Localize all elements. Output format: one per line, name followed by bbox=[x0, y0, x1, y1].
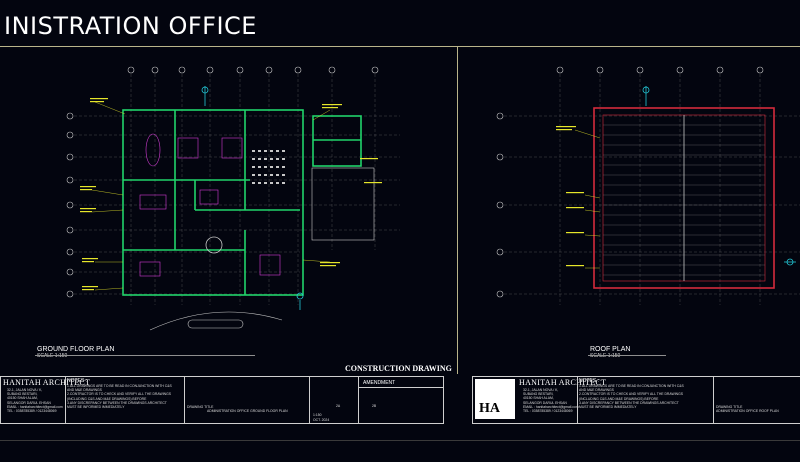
page-title: INISTRATION OFFICE bbox=[4, 12, 257, 40]
roof-section-markers bbox=[642, 86, 796, 266]
grid-bubbles-top bbox=[127, 66, 379, 74]
driveway bbox=[187, 319, 244, 329]
date-cell: OCT. 2024 bbox=[313, 418, 330, 422]
scale-cell: 1:150 bbox=[313, 413, 322, 417]
grid-lines bbox=[74, 74, 400, 305]
walls bbox=[122, 109, 362, 296]
roof-plan-label-group: ROOF PLAN SCALE 1:150 bbox=[590, 346, 630, 359]
roof-annotations bbox=[574, 129, 601, 269]
annotations bbox=[91, 101, 331, 291]
architect-name: HANITAH ARCHITECT bbox=[3, 378, 91, 387]
roof-plan-label-underline bbox=[588, 355, 666, 356]
construction-drawing-stamp: CONSTRUCTION DRAWING bbox=[345, 364, 452, 373]
ground-floor-label-underline bbox=[35, 355, 255, 356]
ground-floor-plan-label: GROUND FLOOR PLAN bbox=[37, 346, 115, 353]
header-rule bbox=[0, 46, 800, 47]
roof-plan-drawing[interactable] bbox=[0, 0, 800, 380]
notes-heading: NOTES : bbox=[67, 378, 88, 384]
notes-block: NOTES : 1.ALL DRAWINGS ARE TO BE READ IN… bbox=[67, 378, 172, 410]
roof-grid-bubbles bbox=[496, 66, 764, 298]
feature-circle bbox=[205, 236, 223, 254]
architect-address-right: 32-1, JALAN NOVA / K, SUBANG BESTARI, 40… bbox=[523, 388, 579, 414]
architect-logo: HA bbox=[475, 379, 515, 419]
footer-rule bbox=[0, 440, 800, 441]
roof-plan-scale: SCALE 1:150 bbox=[590, 353, 621, 359]
roof-outline bbox=[593, 107, 775, 289]
roof-annotation-text bbox=[556, 126, 584, 267]
titleblock-left: HANITAH ARCHITECT 32-1, JALAN NOVA / K, … bbox=[0, 376, 444, 424]
titleblock-right: HA HANITAH ARCHITECT 32-1, JALAN NOVA / … bbox=[472, 376, 800, 424]
annex-outline bbox=[311, 167, 375, 241]
section-markers bbox=[201, 86, 304, 310]
ground-floor-label-group: GROUND FLOOR PLAN SCALE 1:150 bbox=[37, 346, 114, 359]
drawing-title-cell-right: DRAWING TITLE ADMINISTRATION OFFICE ROOF… bbox=[716, 405, 779, 414]
ground-floor-plan-drawing[interactable] bbox=[0, 0, 460, 380]
sheet-cell-b: 2B bbox=[372, 404, 377, 408]
sheet-divider bbox=[457, 46, 458, 374]
notes-block-right: NOTES : 1.ALL DRAWINGS ARE TO BE READ IN… bbox=[579, 378, 684, 410]
ground-floor-plan-scale: SCALE 1:150 bbox=[37, 353, 68, 359]
amendment-label: AMENDMENT bbox=[363, 380, 396, 386]
seating bbox=[252, 150, 285, 184]
annotation-text-blocks bbox=[80, 98, 382, 291]
architect-address: 32-1, JALAN NOVA / K, SUBANG BESTARI, 40… bbox=[7, 388, 63, 414]
landscape-arc bbox=[149, 311, 283, 331]
architect-name-right: HANITAH ARCHITECT bbox=[519, 378, 607, 387]
furniture bbox=[139, 133, 281, 277]
sheet-cell: 2A bbox=[336, 404, 341, 408]
drawing-title-cell: DRAWING TITLE ADMINISTRATION OFFICE GROU… bbox=[187, 405, 288, 414]
grid-bubbles-left bbox=[66, 112, 74, 298]
roof-plan-label: ROOF PLAN bbox=[590, 346, 631, 353]
